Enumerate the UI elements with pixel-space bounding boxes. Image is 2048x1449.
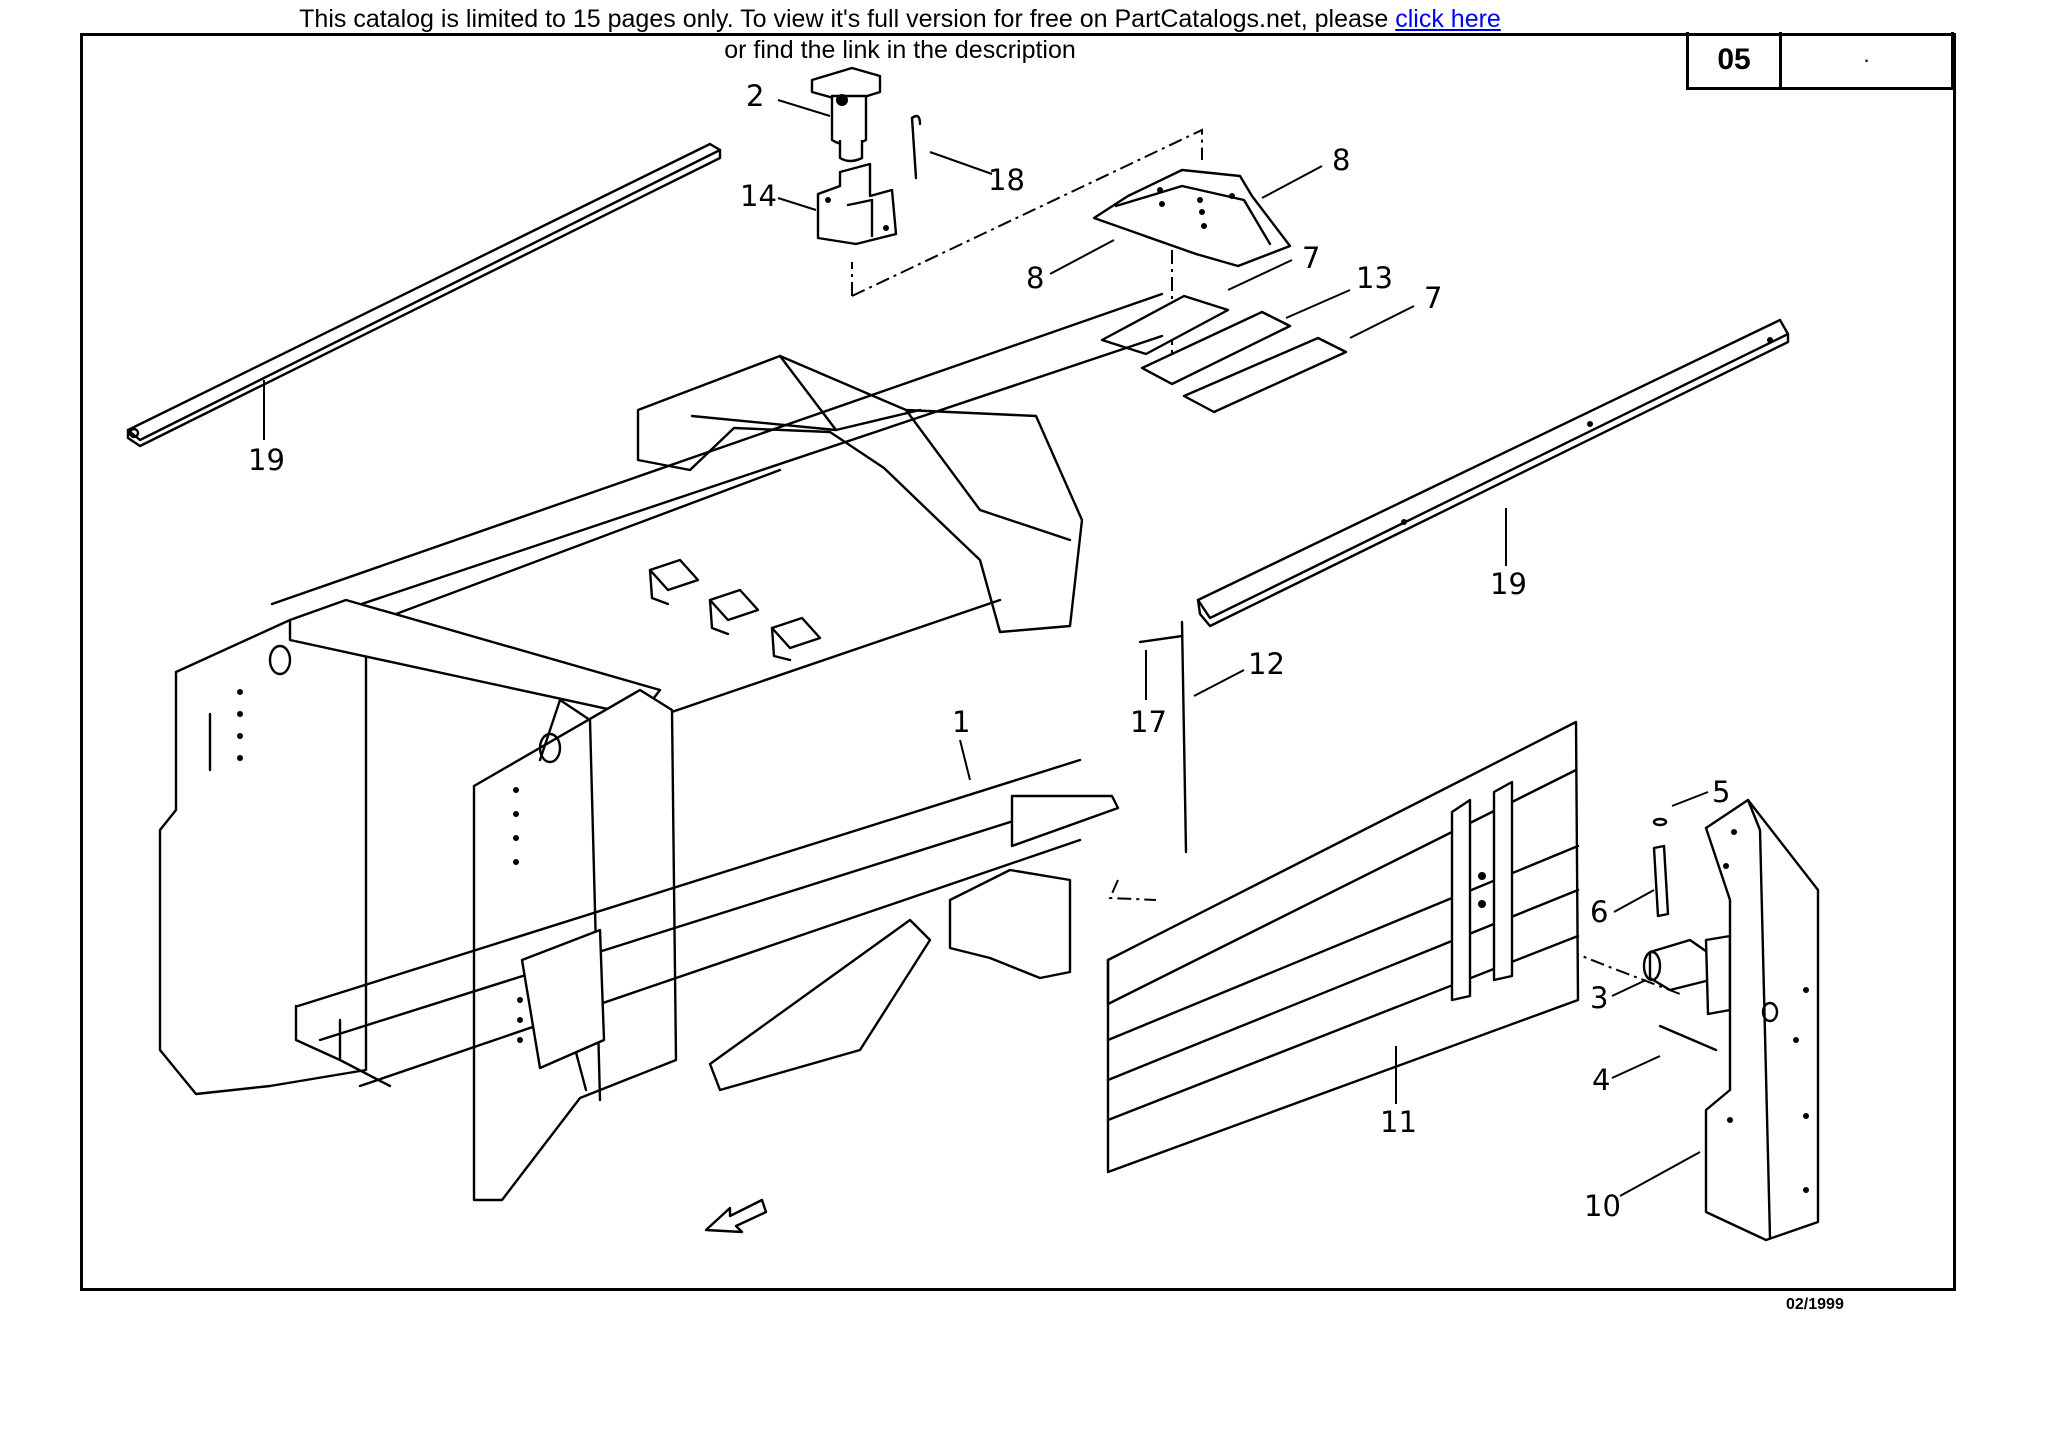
notice-text: This catalog is limited to 15 pages only… (299, 5, 1396, 33)
callout-17: 17 (1130, 705, 1167, 739)
part-10-side-plate (1704, 798, 1820, 1242)
part-2-hinge (810, 66, 882, 163)
callout-19-left: 19 (248, 443, 285, 477)
callout-12: 12 (1248, 647, 1285, 681)
page-box-right-cell: · (1862, 46, 1871, 72)
parts-12-17-rod (1138, 620, 1188, 854)
callout-11: 11 (1380, 1105, 1417, 1139)
parts-7-13-members (1100, 294, 1348, 414)
callout-18: 18 (988, 163, 1025, 197)
leader-lines (263, 99, 1709, 1197)
callout-13: 13 (1356, 261, 1393, 295)
notice-line-2: or find the link in the description (724, 36, 1076, 64)
click-here-link[interactable]: click here (1395, 5, 1501, 33)
drawing-frame (80, 33, 1956, 1291)
parts-3-6-hinge-pin (1642, 817, 1732, 1052)
notice-line-1: This catalog is limited to 15 pages only… (0, 4, 1800, 35)
revision-date: 02/1999 (1786, 1296, 1844, 1313)
callout-8-lower: 8 (1026, 261, 1044, 295)
part-8-plates (1092, 168, 1292, 268)
callout-8-upper: 8 (1332, 143, 1350, 177)
direction-arrow (704, 1198, 768, 1234)
part-18-spring (910, 114, 922, 180)
part-1-main-frame (158, 292, 1164, 1202)
callout-2: 2 (746, 79, 764, 113)
callout-labels: 2 18 14 8 8 7 13 7 19 19 12 17 1 5 6 3 4… (248, 79, 1730, 1223)
callout-7-upper: 7 (1302, 241, 1320, 275)
part-11-side-panel (1106, 720, 1580, 1174)
part-19-left-rail (126, 142, 722, 448)
callout-6: 6 (1590, 895, 1608, 929)
page-number-box: 05 · (1686, 32, 1954, 90)
callout-19-right: 19 (1490, 567, 1527, 601)
callout-5: 5 (1712, 775, 1730, 809)
catalog-notice: This catalog is limited to 15 pages only… (0, 4, 1800, 66)
part-19-right-rail (1196, 318, 1790, 628)
callout-14: 14 (740, 179, 777, 213)
part-14-bracket (816, 162, 898, 246)
callout-1: 1 (952, 705, 970, 739)
page-number: 05 (1689, 32, 1782, 87)
callout-4: 4 (1592, 1063, 1610, 1097)
callout-10: 10 (1584, 1189, 1621, 1223)
callout-7-lower: 7 (1424, 281, 1442, 315)
callout-3: 3 (1590, 981, 1608, 1015)
